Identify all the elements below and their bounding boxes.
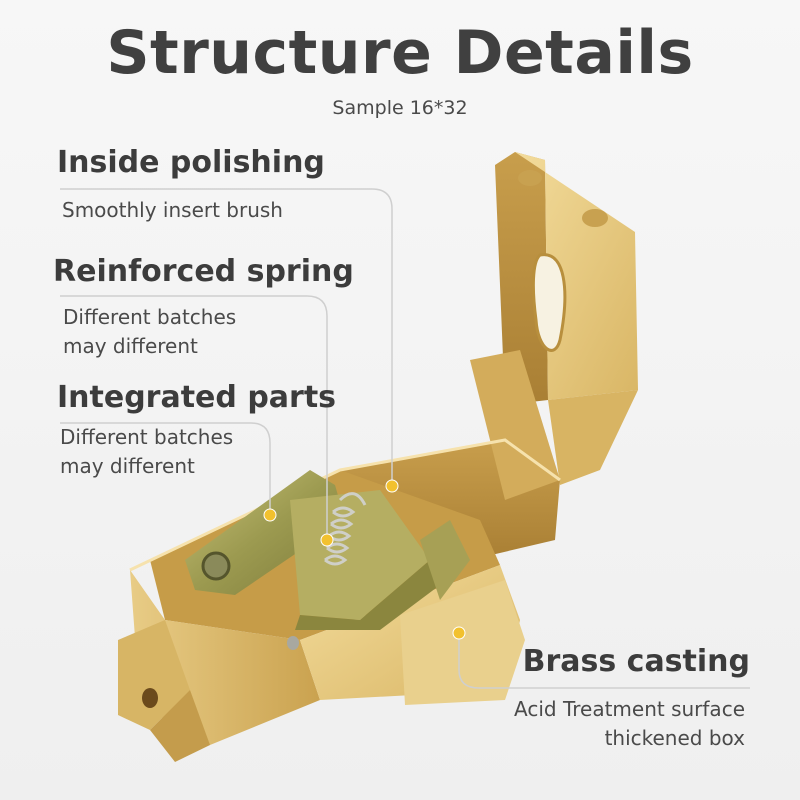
marker-integrated-parts [263,508,277,522]
leader-reinforced-spring [60,295,328,540]
feature-desc-brass-casting-1: Acid Treatment surface [514,697,745,721]
leader-lines [60,188,750,689]
feature-desc-integrated-parts-2: may different [60,454,195,478]
terminal-arm [495,152,638,485]
spring-clip-assembly [185,470,470,630]
leader-integrated-parts [60,422,271,515]
feature-heading-integrated-parts: Integrated parts [57,380,337,415]
feature-heading-inside-polishing: Inside polishing [57,145,325,180]
feature-desc-reinforced-spring-2: may different [63,334,198,358]
page-subtitle: Sample 16*32 [332,97,468,119]
feature-heading-brass-casting: Brass casting [522,644,750,679]
feature-desc-inside-polishing: Smoothly insert brush [62,198,283,222]
marker-brass-casting [452,626,466,640]
marker-inside-polishing [385,479,399,493]
feature-heading-reinforced-spring: Reinforced spring [53,254,354,289]
marker-reinforced-spring [320,533,334,547]
leader-inside-polishing [60,188,393,486]
feature-desc-reinforced-spring-1: Different batches [63,305,237,329]
leader-brass-casting [458,633,750,689]
feature-desc-brass-casting-2: thickened box [604,726,745,750]
page-title: Structure Details [106,18,694,88]
feature-desc-integrated-parts-1: Different batches [60,425,234,449]
